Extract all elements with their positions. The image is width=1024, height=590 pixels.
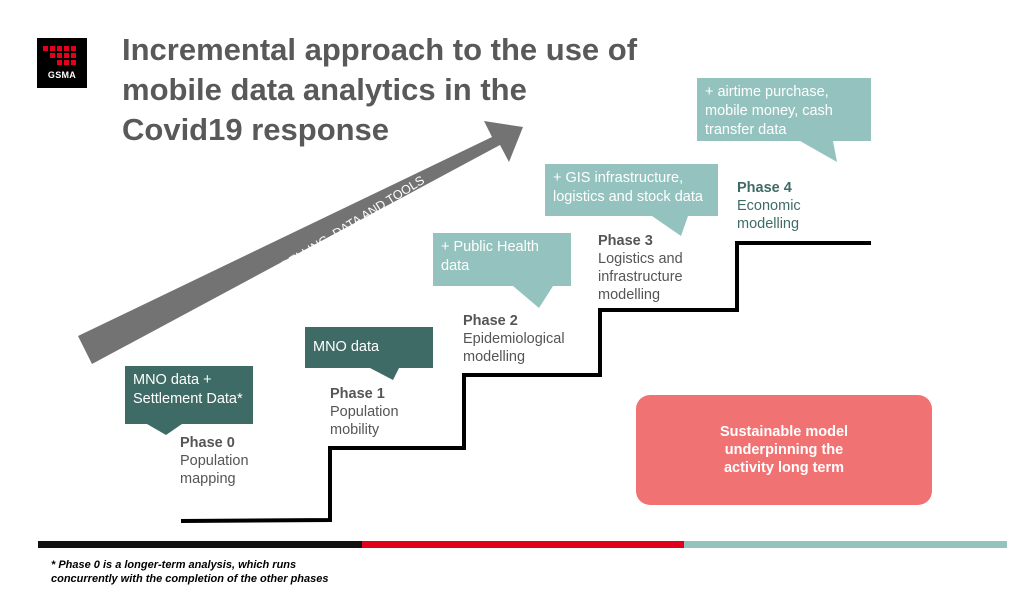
sustainable-line: activity long term xyxy=(723,460,845,476)
sustainable-model-box: Sustainable model underpinning the activ… xyxy=(636,395,932,505)
callout-phase2: + Public Health data xyxy=(433,233,571,286)
callout-line: + GIS infrastructure, xyxy=(553,170,684,186)
callout-phase0: MNO data + Settlement Data* xyxy=(125,366,253,424)
sustainable-line: underpinning the xyxy=(724,442,844,458)
phase-1-label: Phase 1 Population mobility xyxy=(330,385,399,439)
phase-desc: Economic xyxy=(737,198,801,214)
logo-dots-icon xyxy=(43,46,76,65)
callout-line: logistics and stock data xyxy=(553,189,703,205)
footer-bar-red xyxy=(362,541,684,548)
callout-line: transfer data xyxy=(705,122,787,138)
sustainable-line: Sustainable model xyxy=(719,424,849,440)
phase-desc: Epidemiological xyxy=(463,331,565,347)
callout-line: Settlement Data* xyxy=(133,391,243,407)
phase-4-label: Phase 4 Economic modelling xyxy=(737,179,801,233)
callout-phase4: + airtime purchase, mobile money, cash t… xyxy=(697,78,871,141)
callout-line: data xyxy=(441,258,470,274)
callout-pointer xyxy=(370,368,399,380)
footnote-line: * Phase 0 is a longer-term analysis, whi… xyxy=(51,559,297,571)
logo-text: GSMA xyxy=(47,70,77,80)
phase-desc: mapping xyxy=(180,471,236,487)
callout-pointer xyxy=(652,216,688,236)
phase-desc: modelling xyxy=(737,216,800,232)
phase-desc: Population xyxy=(180,453,249,469)
callout-line: MNO data + xyxy=(133,372,212,388)
footnote: * Phase 0 is a longer-term analysis, whi… xyxy=(51,558,651,586)
callout-pointer xyxy=(513,286,553,308)
callout-phase3: + GIS infrastructure, logistics and stoc… xyxy=(545,164,718,216)
phase-2-label: Phase 2 Epidemiological modelling xyxy=(463,312,565,366)
footer-bar-teal xyxy=(684,541,1007,548)
phase-title: Phase 4 xyxy=(737,180,792,196)
title-line: Covid19 response xyxy=(122,112,390,147)
callout-line: + airtime purchase, xyxy=(705,84,829,100)
phase-title: Phase 3 xyxy=(598,233,653,249)
phase-desc: Population xyxy=(330,404,399,420)
staircase-line xyxy=(180,241,871,523)
footnote-line: concurrently with the completion of the … xyxy=(51,573,329,585)
title-line: mobile data analytics in the xyxy=(122,72,527,107)
phase-title: Phase 1 xyxy=(330,386,385,402)
callout-line: mobile money, cash xyxy=(705,103,833,119)
callout-line: + Public Health xyxy=(441,239,539,255)
callout-line: MNO data xyxy=(313,339,380,355)
phase-desc: Logistics and xyxy=(598,251,683,267)
phase-title: Phase 0 xyxy=(180,435,235,451)
phase-desc: mobility xyxy=(330,422,380,438)
phase-desc: modelling xyxy=(463,349,526,365)
callout-pointer xyxy=(800,141,837,162)
callout-phase1: MNO data xyxy=(305,327,433,368)
phase-0-label: Phase 0 Population mapping xyxy=(180,434,249,488)
gsma-logo: GSMA xyxy=(37,38,87,88)
title-line: Incremental approach to the use of xyxy=(122,32,638,67)
footer-bar-black xyxy=(38,541,362,548)
slide-title: Incremental approach to the use of mobil… xyxy=(122,30,682,150)
phase-desc: modelling xyxy=(598,287,661,303)
callout-pointer xyxy=(147,424,182,435)
phase-desc: infrastructure xyxy=(598,269,683,285)
complexity-arrow-icon xyxy=(78,121,523,364)
phase-3-label: Phase 3 Logistics and infrastructure mod… xyxy=(598,232,683,304)
phase-title: Phase 2 xyxy=(463,313,518,329)
